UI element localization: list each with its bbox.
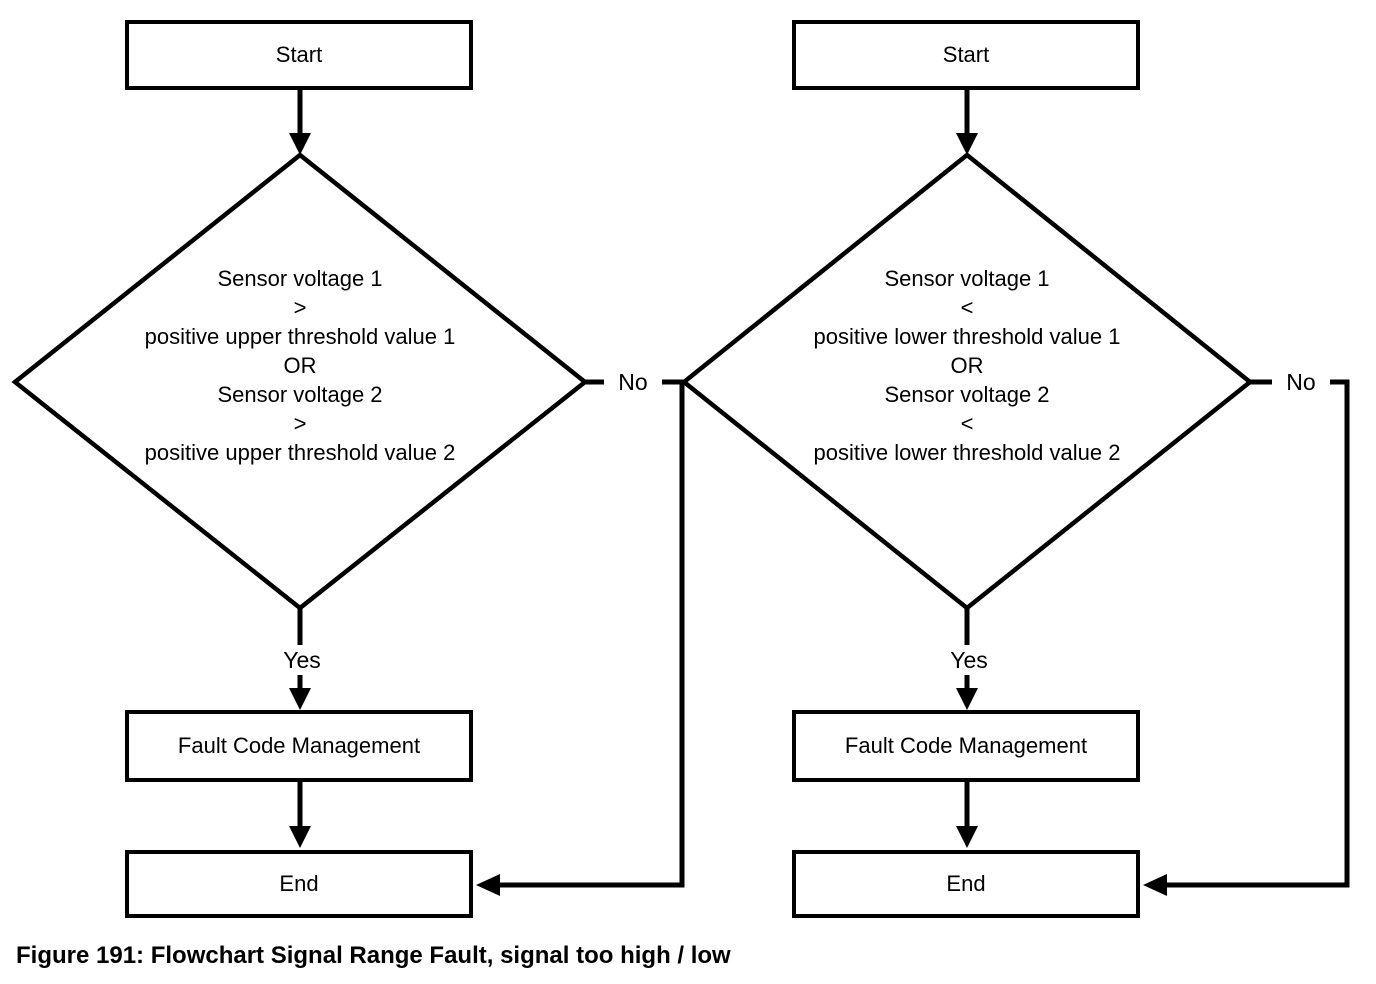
decision-line: Sensor voltage 1 bbox=[217, 266, 383, 291]
decision-line: positive upper threshold value 2 bbox=[144, 440, 456, 465]
decision-line: Sensor voltage 2 bbox=[217, 382, 383, 407]
right-yes-label: Yes bbox=[939, 645, 999, 675]
left-decision-text: Sensor voltage 1 > positive upper thresh… bbox=[100, 264, 500, 467]
right-decision-text: Sensor voltage 1 < positive lower thresh… bbox=[767, 264, 1167, 467]
decision-line: OR bbox=[950, 353, 984, 378]
left-no-label: No bbox=[604, 367, 662, 397]
decision-line: positive lower threshold value 2 bbox=[813, 440, 1121, 465]
decision-line: < bbox=[960, 295, 974, 320]
right-yes-arrowhead bbox=[956, 688, 978, 710]
left-process-end-arrowhead bbox=[289, 826, 311, 848]
left-start-arrowhead bbox=[289, 133, 311, 155]
right-no-connector bbox=[1167, 379, 1350, 888]
decision-line: positive upper threshold value 1 bbox=[144, 324, 456, 349]
decision-line: > bbox=[293, 295, 307, 320]
left-process-node: Fault Code Management bbox=[125, 710, 473, 782]
right-start-node: Start bbox=[792, 20, 1140, 90]
right-process-end-arrowhead bbox=[956, 826, 978, 848]
decision-line: Sensor voltage 1 bbox=[884, 266, 1050, 291]
left-no-connector bbox=[500, 379, 685, 888]
decision-line: Sensor voltage 2 bbox=[884, 382, 1050, 407]
decision-line: > bbox=[293, 411, 307, 436]
left-end-node: End bbox=[125, 850, 473, 918]
decision-line: < bbox=[960, 411, 974, 436]
right-process-node: Fault Code Management bbox=[792, 710, 1140, 782]
left-start-node: Start bbox=[125, 20, 473, 90]
right-end-node: End bbox=[792, 850, 1140, 918]
left-yes-label: Yes bbox=[272, 645, 332, 675]
decision-line: positive lower threshold value 1 bbox=[813, 324, 1121, 349]
right-no-arrowhead bbox=[1143, 874, 1167, 896]
decision-line: OR bbox=[283, 353, 317, 378]
left-yes-arrowhead bbox=[289, 688, 311, 710]
left-no-arrowhead bbox=[476, 874, 500, 896]
figure-caption: Figure 191: Flowchart Signal Range Fault… bbox=[16, 942, 731, 969]
right-no-label: No bbox=[1272, 367, 1330, 397]
right-start-arrowhead bbox=[956, 133, 978, 155]
